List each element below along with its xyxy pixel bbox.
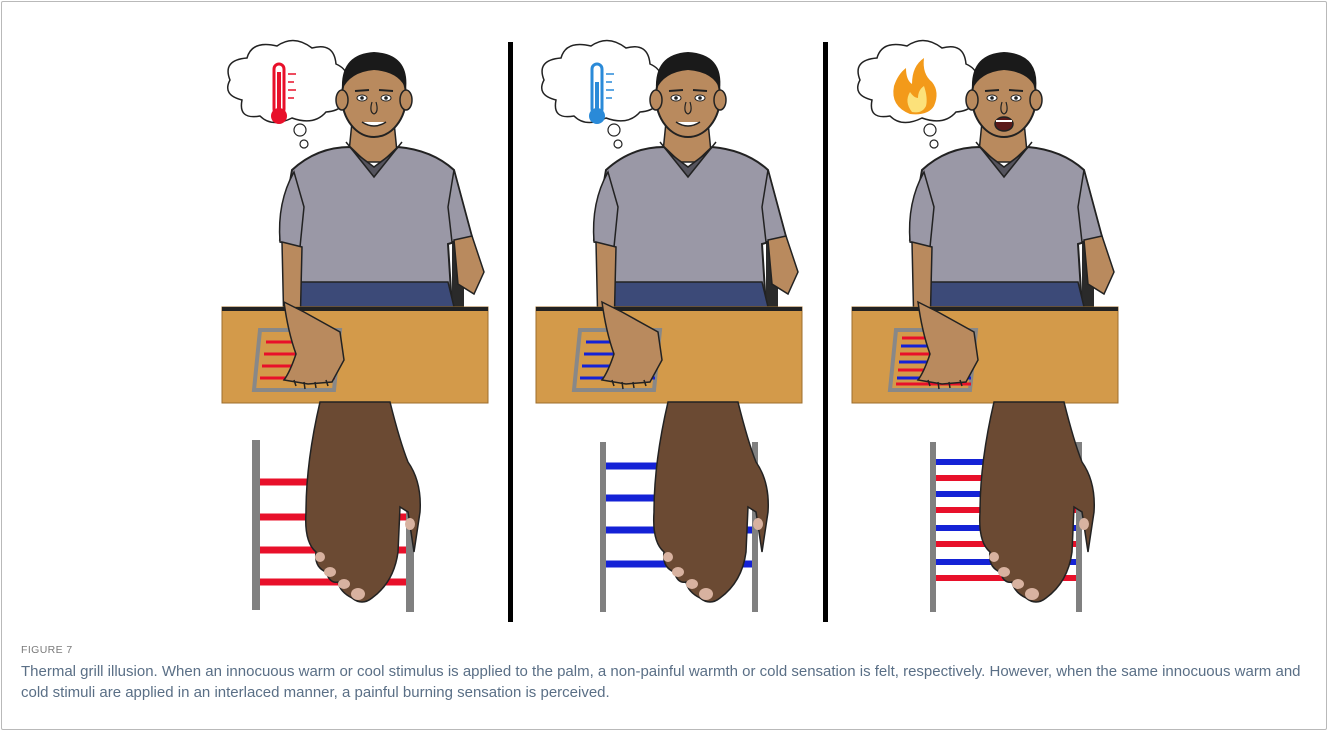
panel-warm bbox=[222, 40, 488, 612]
panel-divider bbox=[508, 42, 513, 622]
panel-cool bbox=[536, 40, 802, 612]
panel-interlaced bbox=[852, 40, 1118, 612]
figure-label: FIGURE 7 bbox=[21, 644, 73, 656]
panel-divider bbox=[823, 42, 828, 622]
figure-caption: Thermal grill illusion. When an innocuou… bbox=[21, 662, 1311, 703]
figure-illustration bbox=[2, 2, 1326, 632]
